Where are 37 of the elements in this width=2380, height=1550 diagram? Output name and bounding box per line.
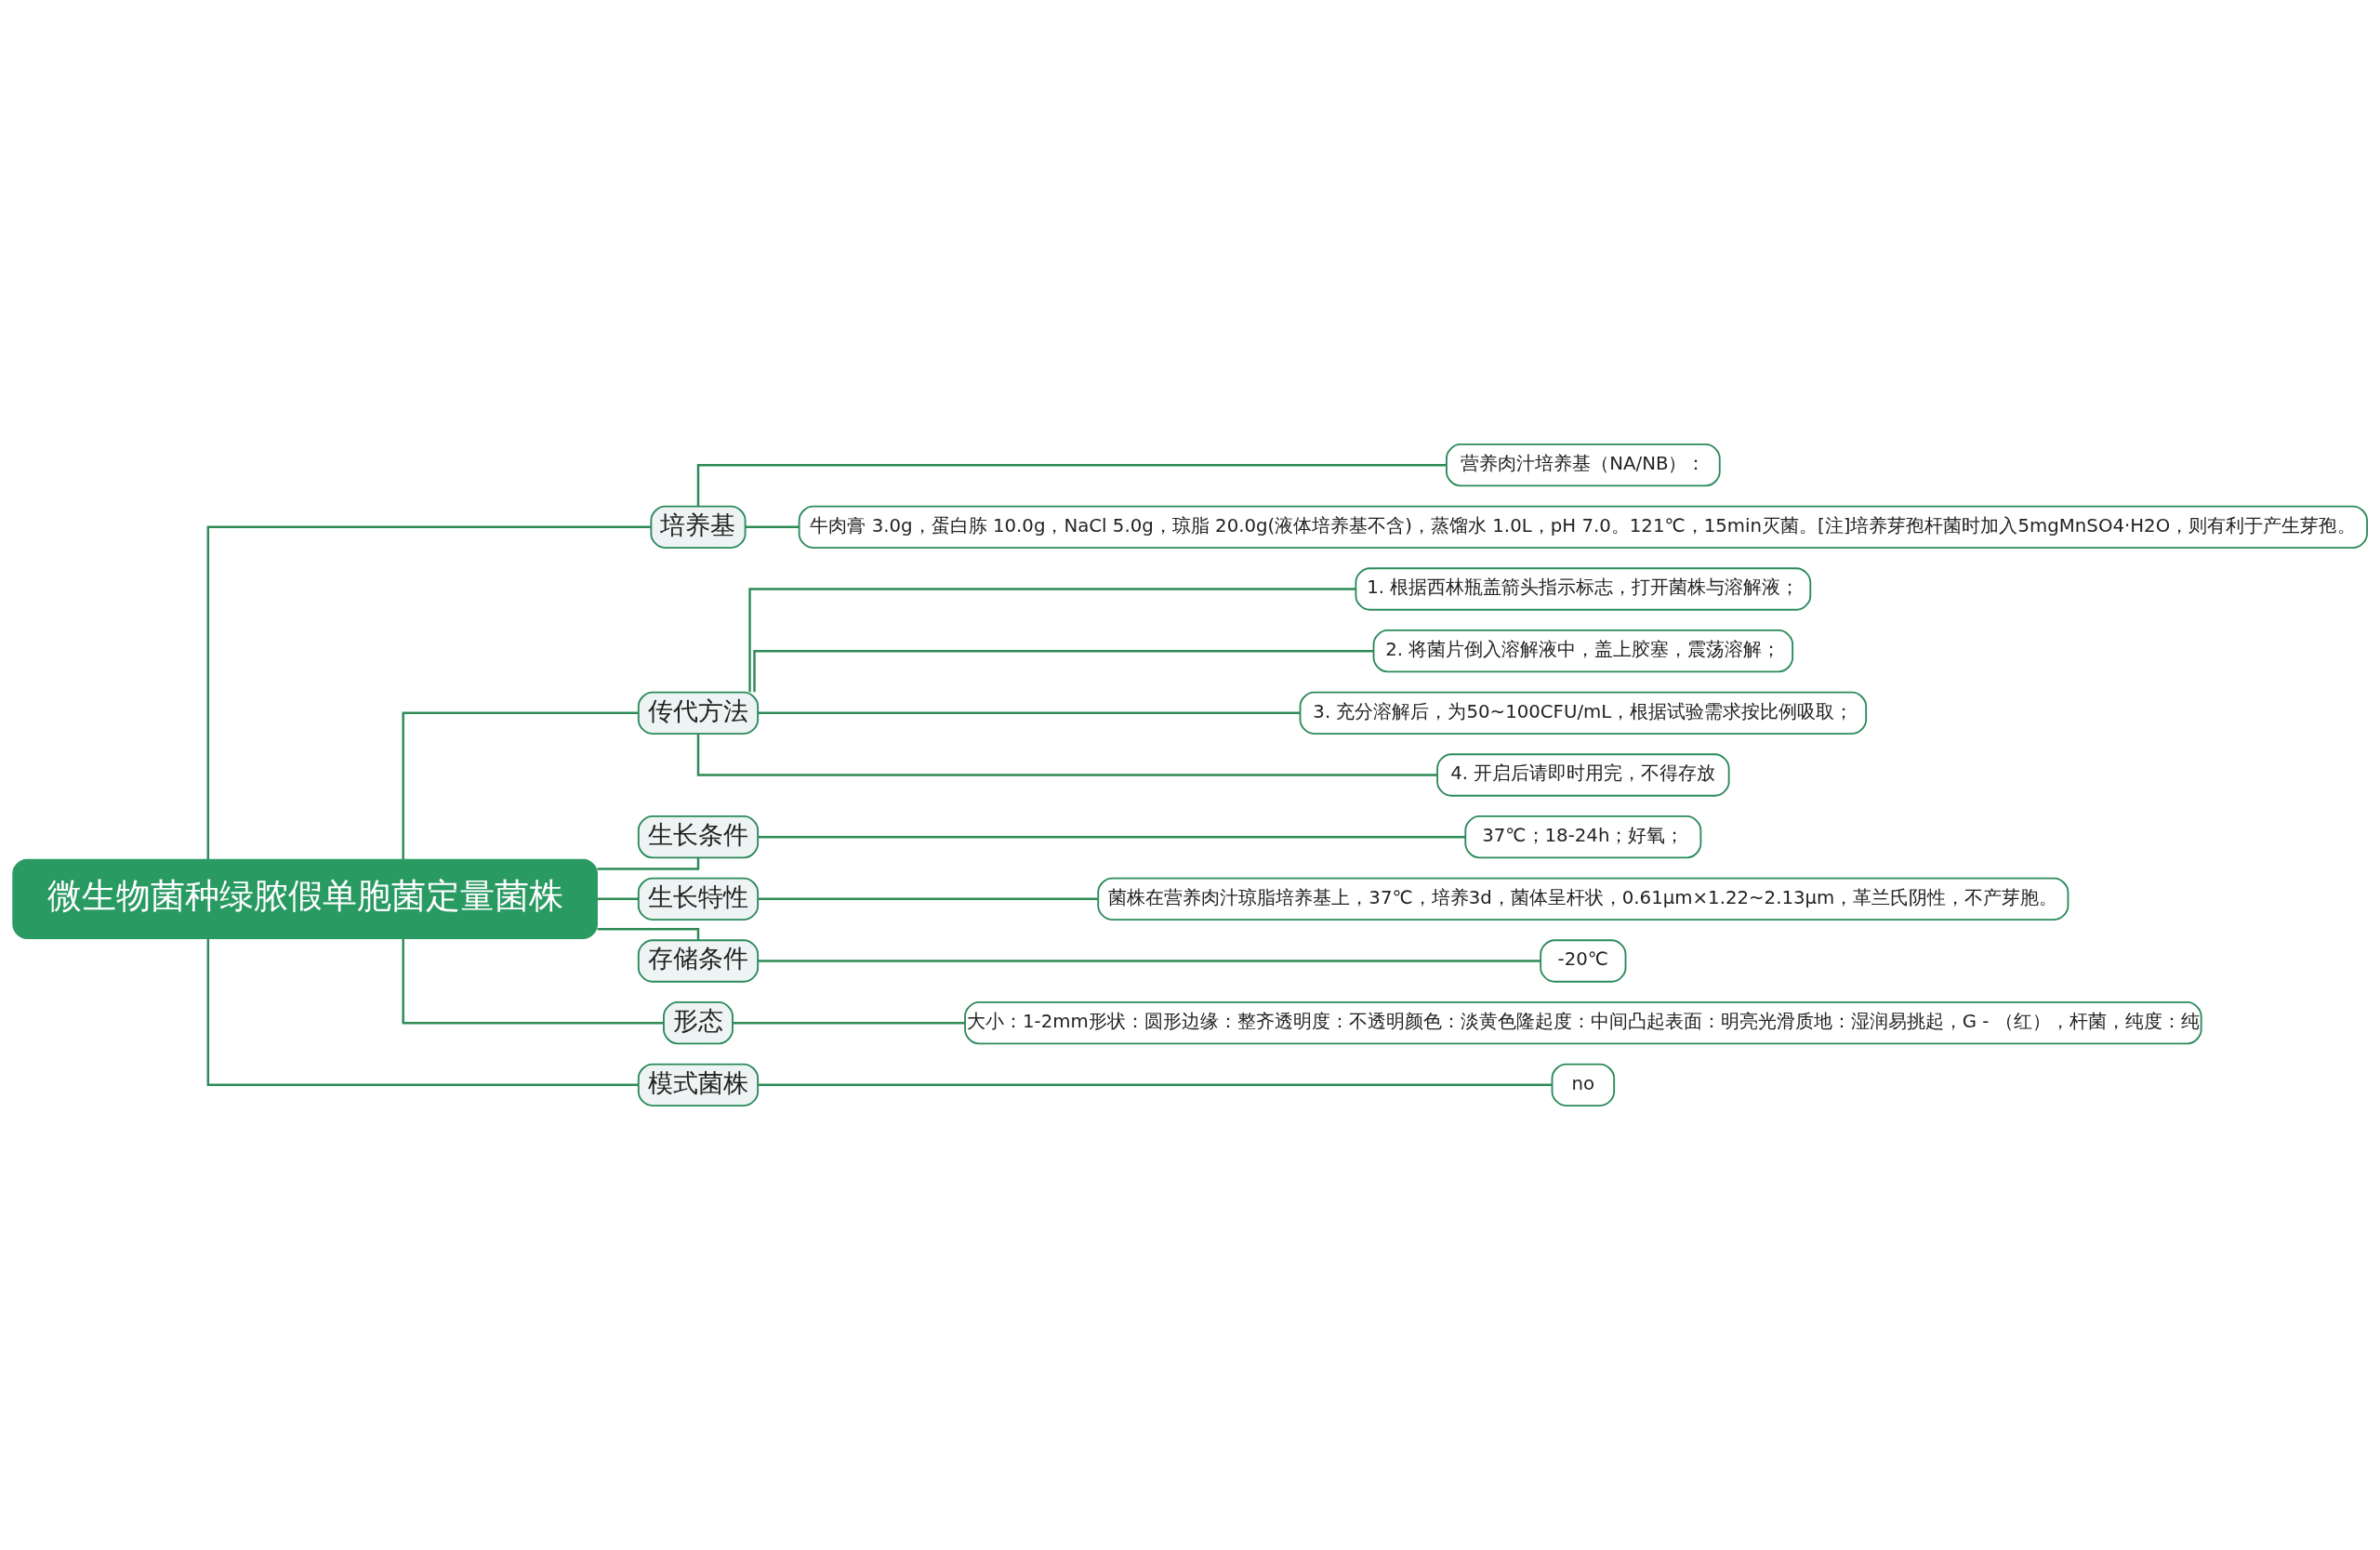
node-box: no	[1551, 1063, 1616, 1106]
node-box: 模式菌株	[637, 1063, 760, 1106]
node-box: 牛肉膏 3.0g，蛋白胨 10.0g，NaCl 5.0g，琼脂 20.0g(液体培养基不含)，蒸馏水 1.0L，pH 7.0。121℃，15min灭菌。[注]培养芽孢杆菌时加入5mgMnSO4·H2O，则有利于产生芽孢。	[798, 505, 2368, 549]
node-box: 传代方法	[637, 691, 760, 735]
connector	[402, 711, 639, 859]
connector	[206, 525, 651, 860]
connector	[758, 835, 1466, 839]
connector	[402, 938, 664, 1025]
node-box: 37℃；18-24h；好氧；	[1464, 815, 1702, 859]
node-box: -20℃	[1540, 939, 1627, 983]
node-box: 菌株在营养肉汁琼脂培养基上，37℃，培养3d，菌体呈杆状，0.61μm×1.22~2.13μm，革兰氏阴性，不产芽胞。	[1097, 877, 2069, 921]
connector	[696, 463, 1447, 507]
connector	[597, 857, 700, 870]
node-box: 存储条件	[637, 939, 760, 983]
node-box: 培养基	[650, 505, 747, 549]
node-box: 生长特性	[637, 877, 760, 921]
connector	[745, 525, 800, 529]
node-box: 3. 充分溶解后，为50~100CFU/mL，根据试验需求按比例吸取；	[1299, 691, 1868, 735]
connector	[753, 649, 1374, 693]
connector	[733, 1021, 965, 1025]
node-box: 1. 根据西林瓶盖箭头指示标志，打开菌株与溶解液；	[1355, 567, 1812, 611]
node-box: 大小：1-2mm形状：圆形边缘：整齐透明度：不透明颜色：淡黄色隆起度：中间凸起表面：明亮光滑质地：湿润易挑起，G - （红），杆菌，纯度：纯	[964, 1001, 2202, 1045]
connector	[597, 897, 639, 901]
connector	[758, 1083, 1553, 1087]
node-box: 营养肉汁培养基（NA/NB）：	[1446, 444, 1721, 487]
connector	[597, 928, 700, 941]
connector	[758, 897, 1098, 901]
connector	[758, 960, 1540, 962]
node-box: 2. 将菌片倒入溶解液中，盖上胶塞，震荡溶解；	[1372, 629, 1794, 673]
node-box: 微生物菌种绿脓假单胞菌定量菌株	[12, 858, 598, 940]
connector	[696, 734, 1437, 776]
connector	[758, 711, 1301, 715]
node-box: 形态	[663, 1001, 734, 1045]
node-box: 生长条件	[637, 815, 760, 859]
connector	[748, 588, 1355, 693]
connector	[206, 938, 639, 1087]
node-box: 4. 开启后请即时用完，不得存放	[1436, 753, 1730, 797]
